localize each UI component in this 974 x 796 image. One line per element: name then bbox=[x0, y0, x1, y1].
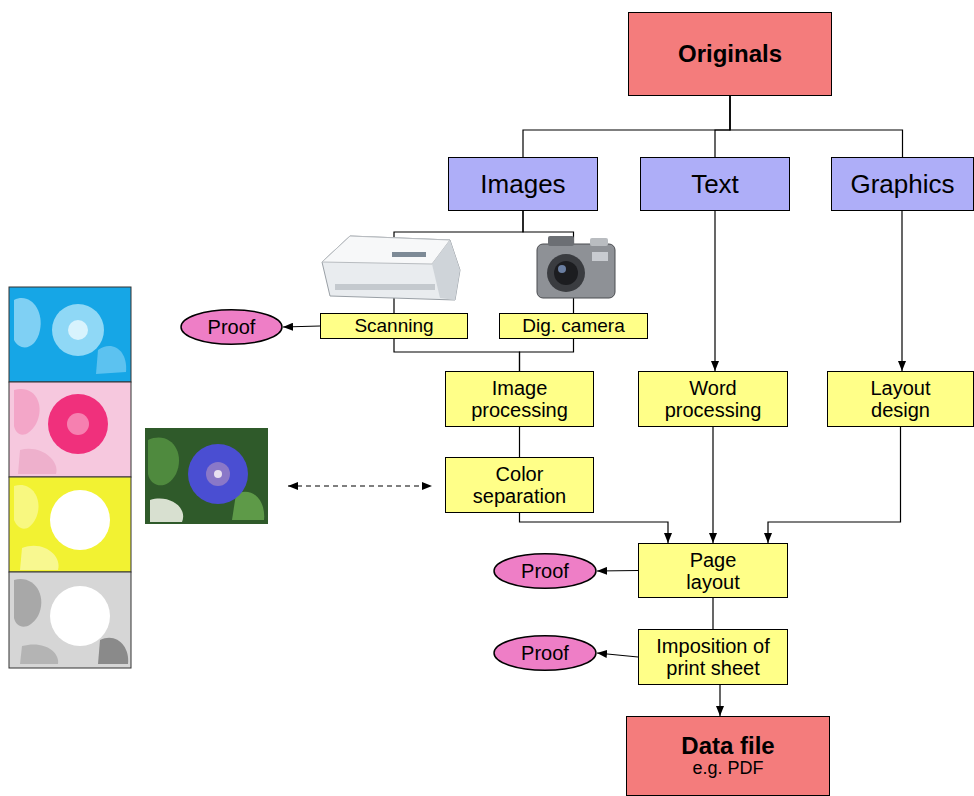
process-box: Page layout bbox=[638, 543, 788, 598]
connector bbox=[597, 570, 638, 572]
connector bbox=[394, 339, 520, 371]
node-text: Imposition of print sheet bbox=[653, 635, 773, 679]
node-text: Word processing bbox=[653, 377, 773, 421]
separation-yellow bbox=[9, 477, 131, 572]
camera-icon bbox=[537, 236, 615, 298]
process-box: Color separation bbox=[445, 457, 594, 513]
category-box: Text bbox=[640, 157, 790, 211]
scanner-icon bbox=[322, 236, 460, 300]
category-box: Images bbox=[448, 157, 598, 211]
node-text: Data file bbox=[681, 733, 774, 759]
connector bbox=[597, 653, 638, 657]
connector bbox=[712, 598, 713, 629]
connector bbox=[520, 339, 574, 371]
node-text: Proof bbox=[208, 316, 256, 338]
connector bbox=[714, 211, 715, 371]
node-text: Proof bbox=[521, 642, 569, 664]
node-text: Color separation bbox=[465, 463, 575, 507]
process-box: Word processing bbox=[638, 371, 788, 427]
connector bbox=[519, 427, 520, 457]
proof-ellipse: Proof bbox=[493, 553, 597, 589]
proof-ellipse: Proof bbox=[493, 635, 597, 671]
connector bbox=[768, 427, 901, 543]
node-text: Images bbox=[480, 170, 565, 199]
dashed-link bbox=[288, 485, 432, 486]
node-text: Layout design bbox=[851, 377, 951, 421]
process-box: Image processing bbox=[445, 371, 594, 427]
node-text: Image processing bbox=[465, 377, 575, 421]
connector bbox=[523, 96, 730, 157]
category-box: Graphics bbox=[831, 157, 974, 211]
node-text: Proof bbox=[521, 560, 569, 582]
source-box: Originals bbox=[628, 12, 832, 96]
connector bbox=[520, 513, 669, 543]
process-box: Scanning bbox=[320, 313, 468, 339]
connector bbox=[719, 685, 720, 716]
flower-photo bbox=[145, 428, 268, 524]
proof-ellipse: Proof bbox=[180, 309, 283, 345]
connector bbox=[712, 427, 713, 543]
output-box: Data filee.g. PDF bbox=[626, 716, 830, 796]
node-text: Dig. camera bbox=[522, 316, 624, 337]
connector bbox=[283, 326, 320, 327]
connector bbox=[715, 96, 730, 157]
process-box: Imposition of print sheet bbox=[638, 629, 788, 685]
connector bbox=[730, 96, 903, 157]
separation-cyan bbox=[9, 287, 131, 382]
connector bbox=[901, 211, 902, 371]
separation-black bbox=[9, 572, 131, 668]
node-text: Page layout bbox=[673, 549, 753, 593]
node-text: e.g. PDF bbox=[692, 759, 763, 779]
process-box: Layout design bbox=[827, 371, 974, 427]
node-text: Text bbox=[691, 170, 739, 199]
node-text: Scanning bbox=[354, 316, 433, 337]
process-box: Dig. camera bbox=[499, 313, 648, 339]
node-text: Graphics bbox=[850, 170, 954, 199]
separation-magenta bbox=[9, 382, 131, 477]
node-text: Originals bbox=[678, 41, 782, 67]
